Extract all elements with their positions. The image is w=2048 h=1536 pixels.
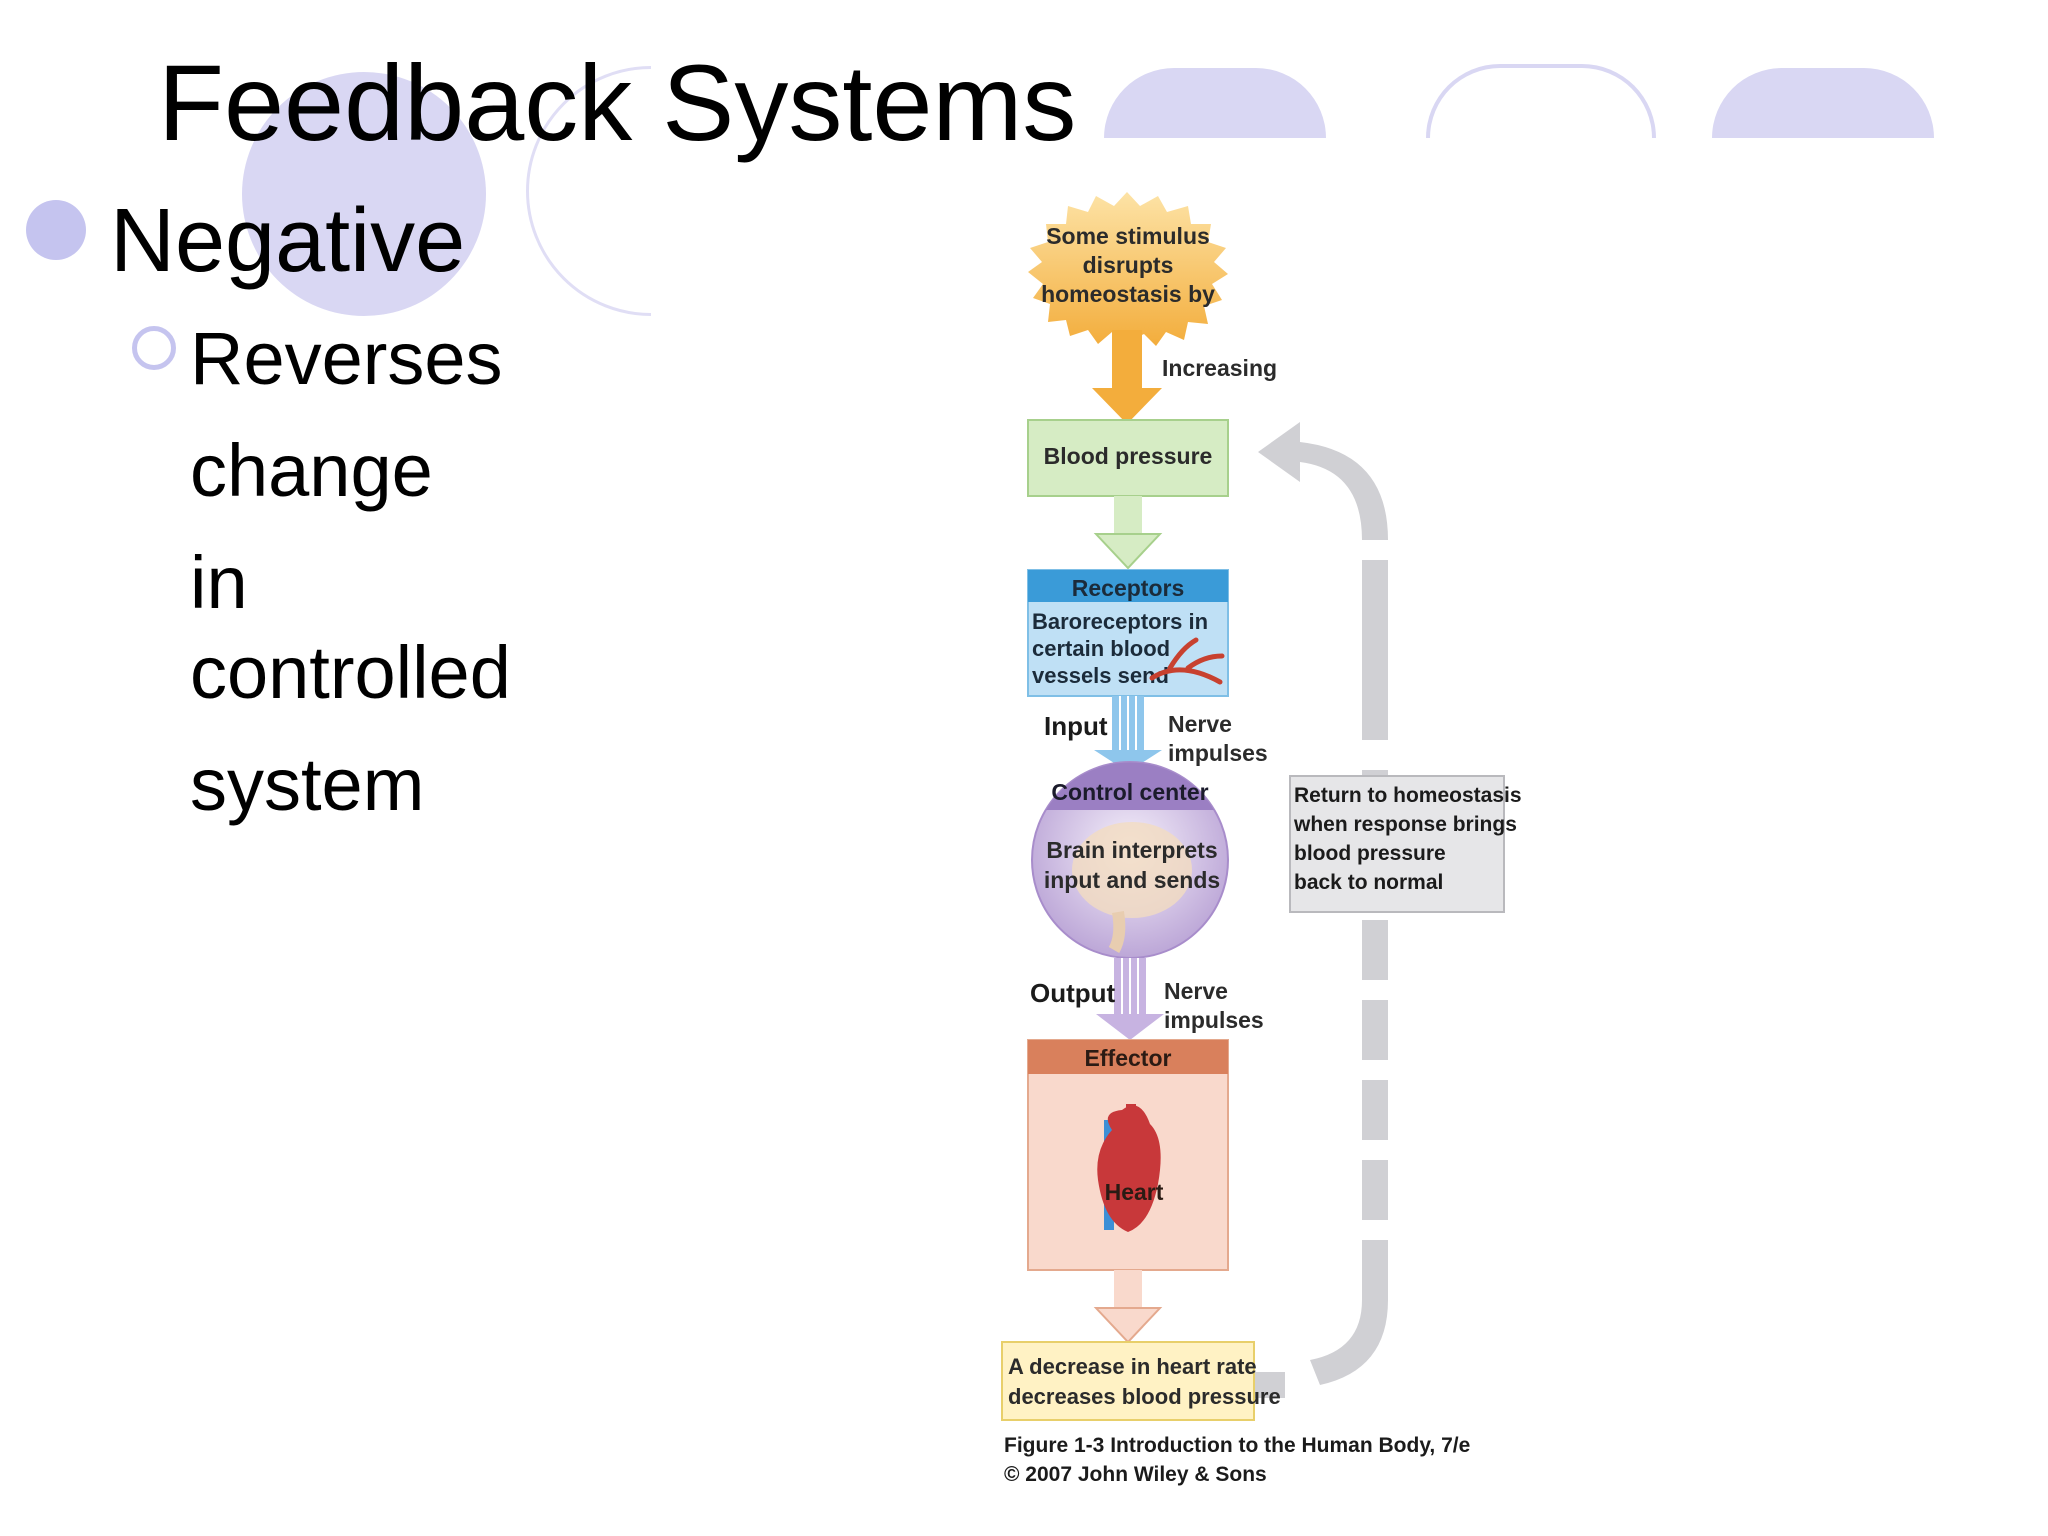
- return-path: [1255, 422, 1388, 1398]
- figure-caption-line-1: Figure 1-3 Introduction to the Human Bod…: [1004, 1434, 1470, 1457]
- figure-caption-line-2: © 2007 John Wiley & Sons: [1004, 1463, 1267, 1486]
- bullet-level2-line-5: system: [190, 743, 425, 826]
- output-impulse-line-1: Nerve: [1164, 978, 1228, 1004]
- receptors-line-1: Baroreceptors in: [1032, 609, 1208, 634]
- bullet-disc-icon: [26, 200, 86, 260]
- decorative-half-disc-2: [1712, 68, 1934, 138]
- decorative-circle-large: [242, 72, 486, 316]
- control-center-line-2: input and sends: [1044, 867, 1220, 893]
- bullet-level2-line-3: in: [190, 541, 248, 624]
- response-box: A decrease in heart rate decreases blood…: [1001, 1341, 1281, 1421]
- receptors-header: Receptors: [1072, 575, 1184, 601]
- input-impulse-line-1: Nerve: [1168, 711, 1232, 737]
- blood-vessel-icon: [1149, 637, 1225, 685]
- stimulus-line-3: homeostasis by: [1041, 281, 1215, 307]
- output-impulse-line-2: impulses: [1164, 1007, 1264, 1033]
- return-to-homeostasis-box: Return to homeostasis when response brin…: [1289, 775, 1522, 913]
- return-arrowhead-icon: [1258, 422, 1388, 540]
- control-center-circle: Control center Brain interprets input an…: [1031, 761, 1229, 959]
- input-impulse-line-2: impulses: [1168, 740, 1268, 766]
- feedback-loop-figure: Some stimulus disrupts homeostasis by In…: [1001, 192, 1522, 1486]
- return-line-4: back to normal: [1294, 871, 1443, 894]
- receptors-line-2: certain blood: [1032, 636, 1170, 661]
- stimulus-arrow-label: Increasing: [1162, 355, 1277, 381]
- bullet-level2-line-1: Reverses: [190, 317, 503, 400]
- effector-header: Effector: [1085, 1045, 1172, 1071]
- bullet-level2-line-2: change: [190, 429, 433, 512]
- control-center-line-1: Brain interprets: [1046, 837, 1217, 863]
- stimulus-line-2: disrupts: [1083, 252, 1174, 278]
- return-line-3: blood pressure: [1294, 842, 1446, 865]
- effector-label: Heart: [1105, 1179, 1164, 1205]
- stimulus-line-1: Some stimulus: [1046, 223, 1210, 249]
- receptors-line-3: vessels send: [1032, 663, 1169, 688]
- decorative-half-disc-1: [1104, 68, 1326, 138]
- bullet-level1-text: Negative: [110, 191, 466, 291]
- decorative-half-ring: [1426, 64, 1656, 138]
- controlled-condition-label: Blood pressure: [1044, 443, 1213, 469]
- output-arrow: Output Nerve impulses: [1030, 958, 1264, 1040]
- receptors-box: Receptors Baroreceptors in certain blood…: [1027, 569, 1229, 697]
- response-line-2: decreases blood pressure: [1008, 1384, 1281, 1409]
- output-label: Output: [1030, 978, 1116, 1008]
- stimulus-burst: Some stimulus disrupts homeostasis by In…: [1028, 192, 1277, 424]
- return-line-2: when response brings: [1293, 813, 1517, 836]
- bullet-ring-icon: [132, 326, 176, 370]
- effector-box: Effector Heart: [1027, 1039, 1229, 1344]
- input-label: Input: [1044, 711, 1108, 741]
- brain-icon: [1072, 822, 1192, 918]
- heart-icon: [1097, 1104, 1161, 1232]
- controlled-condition-box: Blood pressure: [1027, 419, 1229, 570]
- response-line-1: A decrease in heart rate: [1008, 1354, 1257, 1379]
- input-arrow: Input Nerve impulses: [1044, 696, 1268, 772]
- slide-title: Feedback Systems: [158, 42, 1077, 163]
- bullet-level2-line-4: controlled: [190, 631, 511, 714]
- return-line-1: Return to homeostasis: [1294, 784, 1522, 807]
- control-center-header: Control center: [1051, 779, 1208, 805]
